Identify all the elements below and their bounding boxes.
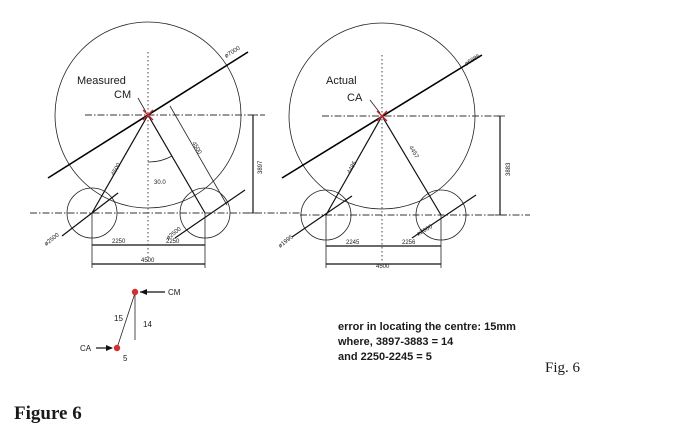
cm-point [131,288,139,296]
total-width-label: 4500 [376,264,390,270]
height-label: 3897 [258,160,264,174]
ca-label: CA [347,92,363,104]
actual-title: Actual [326,75,357,87]
ca-arrow-head [106,345,113,351]
left-half-width-label: 2250 [112,239,126,245]
right-spoke-dim-line [169,105,228,206]
right-wheel-tangent [411,194,477,239]
left-spoke [91,114,149,214]
measured-panel: Measured CM ø7000 ø2500 ø2500 4500 4500 … [30,21,300,268]
note-line-1: error in locating the centre: 15mm [338,321,516,333]
actual-panel: Actual CA ø6986 ø1995 ø2000 4485 4457 38… [278,22,530,270]
left-spoke [325,115,383,216]
offset-horizontal-value: 14 [143,320,152,329]
angle-label: 30.0 [154,180,166,186]
right-spoke-label: 4457 [407,145,419,160]
ca-pointer [369,99,381,114]
offset-vertical-value: 5 [123,354,128,363]
offset-cm-label: CM [168,288,181,297]
right-spoke [381,115,442,216]
fig-label: Fig. 6 [545,360,581,376]
big-circle-dia-label: ø6986 [464,53,482,67]
note-line-3: and 2250-2245 = 5 [338,351,432,363]
ca-marker-b [376,110,388,122]
offset-diagram: CM CA 14 5 15 [80,288,181,363]
right-spoke-label: 4500 [190,141,202,156]
offset-diagonal [116,292,136,349]
left-half-width-label: 2245 [346,240,360,246]
angle-arc [147,155,173,163]
ca-point [113,344,121,352]
cm-pointer [137,97,147,113]
left-spoke-label: 4500 [111,162,123,177]
left-wheel-tangent [61,192,119,237]
cm-label: CM [114,89,131,101]
height-label: 3883 [506,162,512,176]
offset-ca-label: CA [80,344,92,353]
right-spoke [147,114,206,214]
left-spoke-label: 4485 [347,160,359,175]
figure-caption: Figure 6 [14,403,82,424]
error-notes: error in locating the centre: 15mm where… [337,321,516,363]
left-wheel-dia-label: ø2500 [44,232,62,248]
offset-diagonal-value: 15 [114,314,123,323]
note-line-2: where, 3897-3883 = 14 [337,336,454,348]
measured-title: Measured [77,75,126,87]
right-half-width-label: 2256 [402,240,416,246]
right-half-width-label: 2250 [166,239,180,245]
total-width-label: 4500 [141,258,155,264]
cm-marker-b [142,109,154,121]
cm-arrow-head [140,289,147,295]
right-wheel-tangent [174,189,246,239]
left-wheel-tangent [291,195,353,238]
